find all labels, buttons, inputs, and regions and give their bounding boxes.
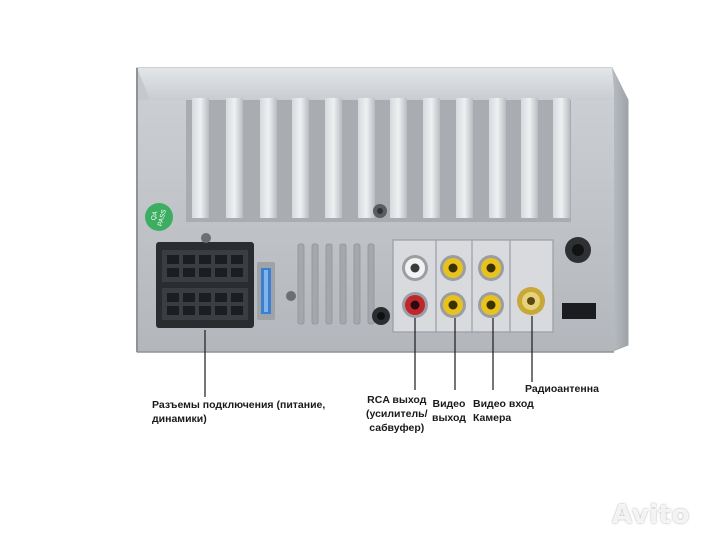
video-out-label-line2: выход (432, 412, 466, 424)
screw-icon (286, 291, 296, 301)
connectors-label: Разъемы подключения (питание, динамики) (152, 398, 325, 426)
heatsink-fins (186, 98, 571, 222)
port-icon (562, 303, 596, 319)
video-output-label: Видео выход (432, 397, 466, 425)
video-in-label-line1: Видео вход (473, 398, 534, 410)
rca-label-line3: сабвуфер) (369, 422, 425, 434)
iso-connector (156, 242, 254, 328)
watermark-text: Avito (612, 500, 690, 530)
connectors-label-line1: Разъемы подключения (питание, (152, 399, 326, 411)
antenna-label-text: Радиоантенна (525, 383, 599, 395)
video-in-jack-icon (478, 255, 504, 281)
rca-label-line2: (усилитель/ (366, 408, 428, 420)
connectors-label-line2: динамики) (152, 413, 207, 425)
aux-jack-icon (372, 307, 390, 325)
video-out-jack-icon (440, 292, 466, 318)
rca-red-jack-icon (402, 292, 428, 318)
power-jack-icon (565, 237, 591, 263)
sticker-line1: QA (150, 210, 159, 222)
fuse-icon (257, 262, 275, 320)
vent-grill (297, 243, 375, 325)
rca-output-label: RCA выход (усилитель/ сабвуфер) (366, 393, 428, 435)
screw-icon (201, 233, 211, 243)
center-screw-icon (373, 204, 387, 218)
antenna-label: Радиоантенна (525, 382, 599, 396)
video-out-label-line1: Видео (432, 398, 466, 410)
video-in-label-line2: Камера (473, 412, 512, 424)
avito-logo-icon: Avito (612, 500, 690, 530)
qa-pass-sticker: QA PASS (145, 203, 173, 231)
video-out-jack-icon (440, 255, 466, 281)
rca-white-jack-icon (402, 255, 428, 281)
rca-label-line1: RCA выход (367, 394, 427, 406)
antenna-jack-icon (517, 287, 545, 315)
video-in-jack-icon (478, 292, 504, 318)
leader-lines (204, 316, 533, 397)
video-input-label: Видео вход Камера (473, 397, 534, 425)
rca-panel (392, 239, 554, 333)
sticker-line2: PASS (157, 208, 168, 227)
